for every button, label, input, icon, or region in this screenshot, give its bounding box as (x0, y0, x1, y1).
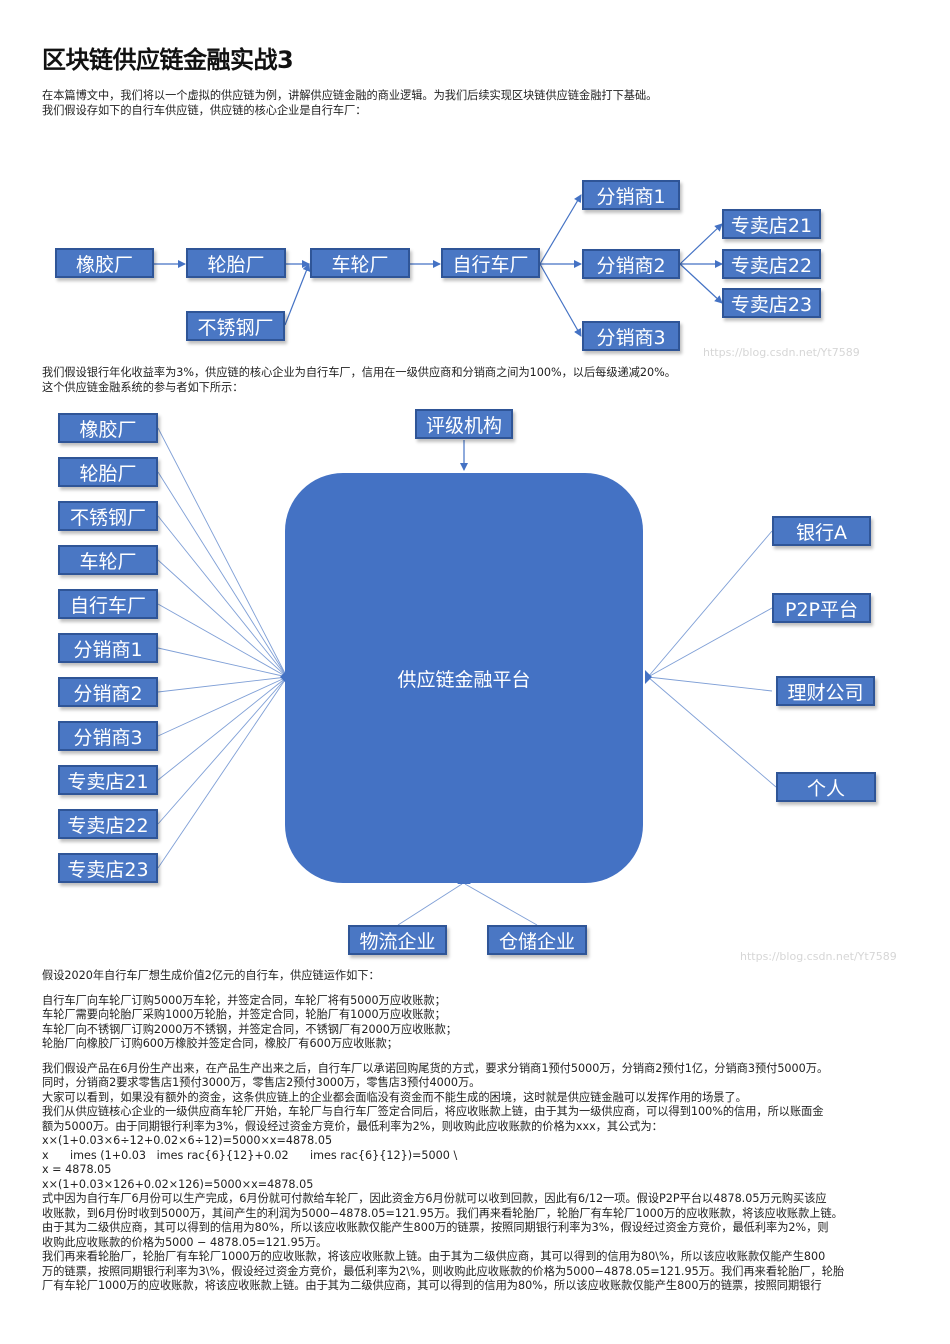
node-rubber-factory: 橡胶厂 (55, 248, 154, 278)
node-wheel-factory: 车轮厂 (310, 248, 410, 278)
participant-logistics: 物流企业 (348, 925, 447, 955)
node-bicycle-factory: 自行车厂 (441, 248, 540, 278)
participant-bank-a: 银行A (772, 516, 871, 546)
node-distributor-2: 分销商2 (582, 249, 680, 279)
platform-center: 供应链金融平台 (285, 473, 643, 883)
participant-bicycle: 自行车厂 (58, 589, 158, 619)
body-line: 我们从供应链核心企业的一级供应商车轮厂开始，车轮厂与自行车厂签定合同后，将应收账… (42, 1105, 824, 1118)
node-steel-factory: 不锈钢厂 (186, 311, 285, 341)
body-text: 假设2020年自行车厂想生成价值2亿元的自行车，供应链运作如下： 自行车厂向车轮… (42, 969, 912, 1294)
participant-shop-21: 专卖店21 (58, 765, 158, 795)
participant-distributor-1: 分销商1 (58, 633, 158, 663)
participant-warehousing: 仓储企业 (487, 925, 587, 955)
mid-line: 我们假设银行年化收益率为3%，供应链的核心企业为自行车厂，信用在一级供应商和分销… (42, 366, 676, 379)
body-line: 式中因为自行车厂6月份可以生产完成，6月份就可付款给车轮厂，因此资金方6月份就可… (42, 1192, 827, 1205)
formula-line: x×(1+0.03×126+0.02×126)=5000×x=4878.05 (42, 1177, 314, 1191)
mid-text: 我们假设银行年化收益率为3%，供应链的核心企业为自行车厂，信用在一级供应商和分销… (42, 366, 912, 395)
formula-line: x imes (1+0.03 imes rac{6}{12}+0.02 imes… (42, 1148, 458, 1162)
list-item: 自行车厂向车轮厂订购5000万车轮，并签定合同，车轮厂将有5000万应收账款； (42, 993, 446, 1007)
mid-line: 这个供应链金融系统的参与者如下所示： (42, 380, 244, 394)
participant-shop-23: 专卖店23 (58, 853, 158, 883)
participant-distributor-3: 分销商3 (58, 721, 158, 751)
participant-steel: 不锈钢厂 (58, 501, 158, 531)
body-line: 我们假设产品在6月份生产出来，在产品生产出来之后，自行车厂以承诺回购尾货的方式，… (42, 1061, 829, 1075)
participant-rubber: 橡胶厂 (58, 413, 158, 443)
body-line: 收账款，到6月份时收到5000万，其间产生的利润为5000−4878.05=12… (42, 1206, 843, 1220)
node-shop-22: 专卖店22 (722, 249, 821, 279)
participant-wheel: 车轮厂 (58, 545, 158, 575)
body-line: 万的链票，按照同期银行利率为3\%，假设经过资金方竞价，最低利率为2\%，则收购… (42, 1264, 845, 1278)
body-line: 由于其为二级供应商，其可以得到的信用为80%，所以该应收账款仅能产生800万的链… (42, 1221, 829, 1234)
intro-line: 我们假设存如下的自行车供应链，供应链的核心企业是自行车厂： (42, 103, 367, 117)
node-distributor-1: 分销商1 (582, 180, 680, 210)
participant-wealth-mgmt: 理财公司 (776, 676, 875, 706)
intro-line: 在本篇博文中，我们将以一个虚拟的供应链为例，讲解供应链金融的商业逻辑。为我们后续… (42, 89, 658, 102)
body-line: 收购此应收账款的价格为5000 − 4878.05=121.95万。 (42, 1235, 328, 1249)
list-item: 车轮厂需要向轮胎厂采购1000万轮胎，并签定合同，轮胎厂有1000万应收账款； (42, 1008, 446, 1021)
body-line: 同时，分销商2要求零售店1预付3000万，零售店2预付3000万，零售店3预付4… (42, 1076, 481, 1089)
participant-distributor-2: 分销商2 (58, 677, 158, 707)
node-tire-factory: 轮胎厂 (186, 248, 286, 278)
body-line: 厂有车轮厂1000万的应收账款，将该应收账款上链。由于其为二级供应商，其可以得到… (42, 1279, 822, 1292)
body-line: 我们再来看轮胎厂，轮胎厂有车轮厂1000万的应收账款，将该应收账款上链。由于其为… (42, 1250, 826, 1263)
node-shop-21: 专卖店21 (722, 209, 821, 239)
participant-individual: 个人 (776, 772, 876, 802)
formula-line: x×(1+0.03×6÷12+0.02×6÷12)=5000×x=4878.05 (42, 1134, 333, 1147)
page-title: 区块链供应链金融实战3 (42, 46, 294, 74)
watermark: https://blog.csdn.net/Yt7589 (703, 346, 860, 359)
node-distributor-3: 分销商3 (582, 321, 680, 351)
list-item: 轮胎厂向橡胶厂订购600万橡胶并签定合同，橡胶厂有600万应收账款； (42, 1037, 398, 1050)
watermark: https://blog.csdn.net/Yt7589 (740, 950, 897, 963)
body-line: 大家可以看到，如果没有额外的资金，这条供应链上的企业都会面临没有资金而不能生成的… (42, 1090, 747, 1104)
intro-text: 在本篇博文中，我们将以一个虚拟的供应链为例，讲解供应链金融的商业逻辑。为我们后续… (42, 89, 912, 118)
formula-line: x = 4878.05 (42, 1163, 112, 1176)
node-shop-23: 专卖店23 (722, 288, 821, 318)
list-item: 车轮厂向不锈钢厂订购2000万不锈钢，并签定合同，不锈钢厂有2000万应收账款； (42, 1022, 457, 1036)
node-rating-agency: 评级机构 (415, 409, 513, 439)
participant-tire: 轮胎厂 (58, 457, 158, 487)
body-line: 额为5000万。由于同期银行利率为3%，假设经过资金方竞价，最低利率为2%，则收… (42, 1119, 663, 1133)
participant-shop-22: 专卖店22 (58, 809, 158, 839)
body-paragraph: 假设2020年自行车厂想生成价值2亿元的自行车，供应链运作如下： (42, 969, 380, 982)
participant-p2p: P2P平台 (772, 593, 871, 623)
